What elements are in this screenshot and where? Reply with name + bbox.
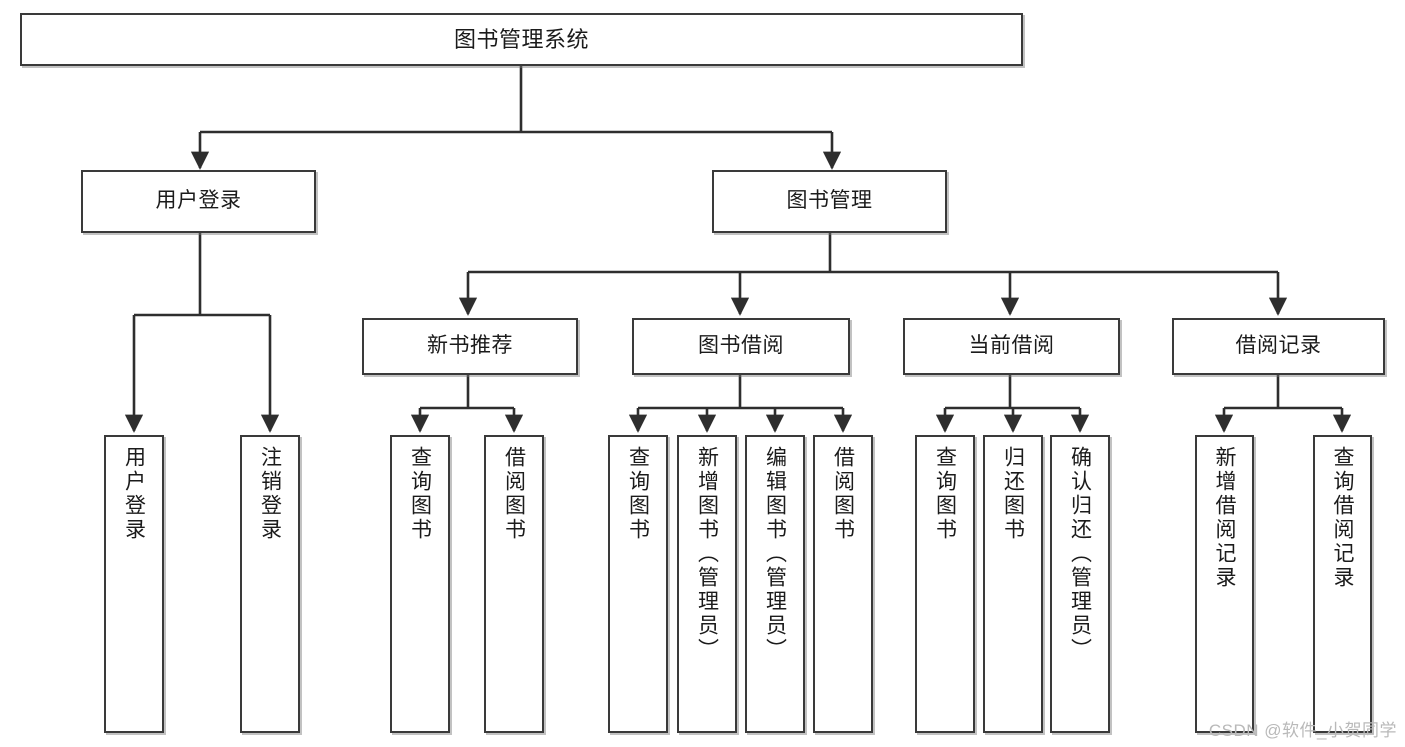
node-borrow-record[interactable]: 借阅记录	[1172, 318, 1385, 375]
node-leaf-new-book-2[interactable]: 借阅图书	[484, 435, 544, 733]
node-leaf-new-book-1[interactable]: 查询图书	[390, 435, 450, 733]
node-book-borrow[interactable]: 图书借阅	[632, 318, 850, 375]
node-leaf-book-borrow-4[interactable]: 借阅图书	[813, 435, 873, 733]
node-leaf-book-borrow-2[interactable]: 新增图书（管理员）	[677, 435, 737, 733]
node-current-borrow-label: 当前借阅	[968, 334, 1055, 358]
node-leaf-user-login-2[interactable]: 注销登录	[240, 435, 300, 733]
node-leaf-book-borrow-1-label: 查询图书	[626, 446, 650, 542]
node-new-book-recommend-label: 新书推荐	[427, 334, 513, 358]
node-leaf-new-book-2-label: 借阅图书	[502, 446, 526, 542]
node-leaf-new-book-1-label: 查询图书	[408, 446, 432, 542]
node-leaf-current-borrow-2-label: 归还图书	[1001, 446, 1025, 542]
node-leaf-current-borrow-1[interactable]: 查询图书	[915, 435, 975, 733]
node-root[interactable]: 图书管理系统	[20, 13, 1023, 66]
node-leaf-current-borrow-2[interactable]: 归还图书	[983, 435, 1043, 733]
node-book-manage[interactable]: 图书管理	[712, 170, 947, 233]
node-leaf-book-borrow-2-label: 新增图书（管理员）	[695, 446, 719, 662]
node-leaf-book-borrow-4-label: 借阅图书	[831, 446, 855, 542]
node-leaf-borrow-record-2-label: 查询借阅记录	[1331, 446, 1354, 590]
node-user-login[interactable]: 用户登录	[81, 170, 316, 233]
node-book-borrow-label: 图书借阅	[698, 334, 784, 358]
node-current-borrow[interactable]: 当前借阅	[903, 318, 1120, 375]
node-user-login-label: 用户登录	[155, 189, 242, 213]
node-leaf-borrow-record-1-label: 新增借阅记录	[1213, 446, 1236, 590]
node-leaf-current-borrow-1-label: 查询图书	[933, 446, 957, 542]
node-leaf-borrow-record-1[interactable]: 新增借阅记录	[1195, 435, 1254, 733]
node-leaf-book-borrow-3[interactable]: 编辑图书（管理员）	[745, 435, 805, 733]
node-leaf-current-borrow-3[interactable]: 确认归还（管理员）	[1050, 435, 1110, 733]
node-book-manage-label: 图书管理	[786, 189, 873, 213]
node-leaf-book-borrow-1[interactable]: 查询图书	[608, 435, 668, 733]
node-leaf-user-login-2-label: 注销登录	[258, 446, 282, 542]
node-borrow-record-label: 借阅记录	[1235, 334, 1322, 358]
node-leaf-borrow-record-2[interactable]: 查询借阅记录	[1313, 435, 1372, 733]
node-root-label: 图书管理系统	[453, 26, 589, 52]
node-leaf-book-borrow-3-label: 编辑图书（管理员）	[763, 446, 787, 662]
node-new-book-recommend[interactable]: 新书推荐	[362, 318, 578, 375]
node-leaf-user-login-1-label: 用户登录	[122, 446, 146, 542]
node-leaf-user-login-1[interactable]: 用户登录	[104, 435, 164, 733]
node-leaf-current-borrow-3-label: 确认归还（管理员）	[1068, 446, 1092, 662]
